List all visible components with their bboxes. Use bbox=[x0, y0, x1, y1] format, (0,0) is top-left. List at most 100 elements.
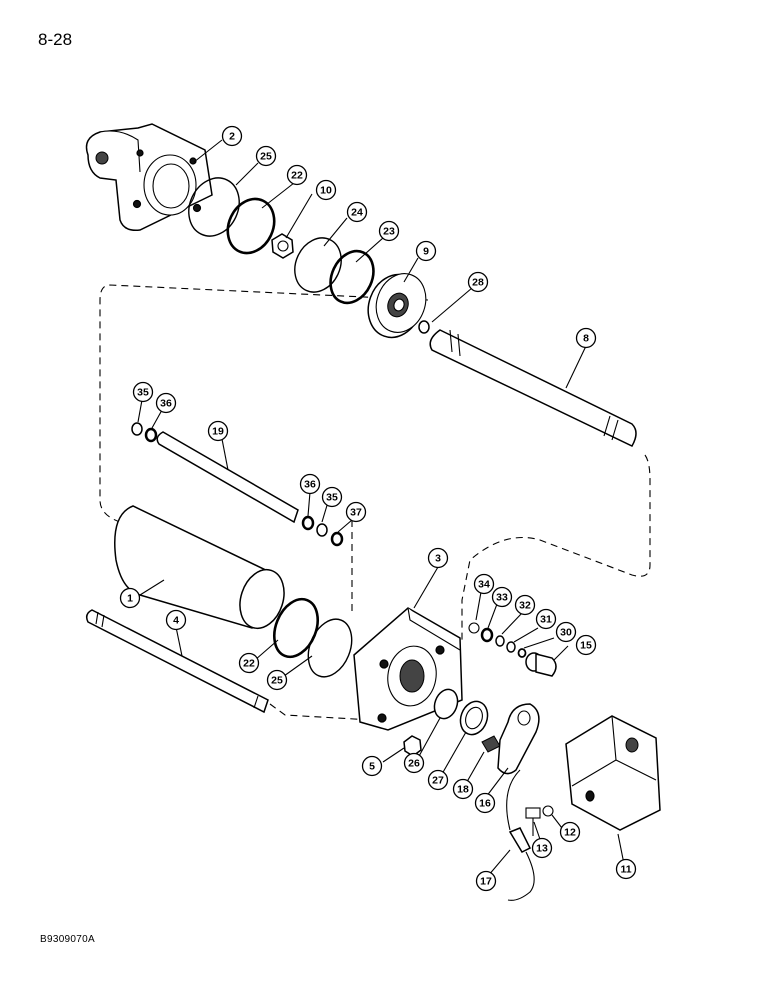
callout-circle bbox=[321, 486, 343, 508]
callout-label: 9 bbox=[423, 246, 429, 258]
callout-circle bbox=[165, 609, 187, 631]
figure-code: B9309070A bbox=[40, 934, 95, 945]
callout-circle bbox=[427, 547, 449, 569]
callout-16: 16 bbox=[474, 792, 496, 814]
part-37-ring bbox=[330, 531, 344, 547]
callout-label: 17 bbox=[480, 876, 492, 888]
callout-layer: 2252210242392883536193635371422253343332… bbox=[119, 125, 637, 892]
part-2-head-block bbox=[85, 123, 213, 232]
callout-32: 32 bbox=[514, 594, 536, 616]
callout-label: 11 bbox=[620, 864, 631, 876]
callout-circle bbox=[266, 669, 288, 691]
part-17-grease-fitting-hose bbox=[506, 769, 535, 901]
part-31-ring bbox=[506, 641, 516, 653]
callout-circle bbox=[427, 769, 449, 791]
callout-2: 2 bbox=[221, 125, 243, 147]
callout-circle bbox=[575, 634, 597, 656]
callout-30: 30 bbox=[555, 621, 577, 643]
callout-circle bbox=[452, 778, 474, 800]
callout-circle bbox=[555, 621, 577, 643]
callout-27: 27 bbox=[427, 769, 449, 791]
part-22-o-ring-top bbox=[226, 197, 276, 255]
callout-5: 5 bbox=[361, 755, 383, 777]
callout-circle bbox=[514, 594, 536, 616]
callout-circle bbox=[345, 501, 367, 523]
callout-33: 33 bbox=[491, 586, 513, 608]
callout-label: 19 bbox=[212, 426, 224, 438]
callout-label: 1 bbox=[127, 593, 133, 605]
callout-circle bbox=[615, 858, 637, 880]
callout-12: 12 bbox=[559, 821, 581, 843]
callout-22: 22 bbox=[238, 652, 260, 674]
callout-circle bbox=[403, 752, 425, 774]
page-number: 8-28 bbox=[38, 30, 73, 49]
callout-circle bbox=[415, 240, 437, 262]
callout-36: 36 bbox=[155, 392, 177, 414]
part-4-tie-rod bbox=[85, 609, 269, 714]
part-13-bolt bbox=[525, 807, 541, 836]
part-9-piston bbox=[367, 273, 427, 339]
part-19-tube bbox=[156, 431, 299, 524]
assembly-outline bbox=[99, 284, 651, 721]
callout-circle bbox=[474, 792, 496, 814]
part-33-ring bbox=[480, 627, 494, 643]
callout-label: 2 bbox=[229, 131, 235, 143]
part-30-ring bbox=[517, 648, 527, 658]
callout-label: 3 bbox=[435, 553, 441, 565]
callout-label: 27 bbox=[432, 775, 444, 787]
callout-label: 32 bbox=[519, 600, 531, 612]
callout-label: 5 bbox=[369, 761, 375, 773]
callout-9: 9 bbox=[415, 240, 437, 262]
part-35-ring-left bbox=[131, 422, 143, 436]
callout-11: 11 bbox=[615, 858, 637, 880]
callout-circle bbox=[475, 870, 497, 892]
part-27-bushing bbox=[459, 700, 489, 736]
callout-31: 31 bbox=[535, 608, 557, 630]
part-25-o-ring-bottom bbox=[307, 618, 353, 678]
callout-label: 4 bbox=[173, 615, 179, 627]
callout-label: 22 bbox=[243, 658, 255, 670]
callout-label: 25 bbox=[260, 151, 272, 163]
callout-28: 28 bbox=[467, 271, 489, 293]
callout-circle bbox=[378, 220, 400, 242]
callout-label: 22 bbox=[291, 170, 303, 182]
callout-25: 25 bbox=[266, 669, 288, 691]
part-5-nut bbox=[403, 735, 422, 757]
callout-circle bbox=[467, 271, 489, 293]
part-16-clamp bbox=[497, 703, 540, 775]
callout-10: 10 bbox=[315, 179, 337, 201]
callout-18: 18 bbox=[452, 778, 474, 800]
callout-circle bbox=[575, 327, 597, 349]
callout-22: 22 bbox=[286, 164, 308, 186]
callout-23: 23 bbox=[378, 220, 400, 242]
callout-35: 35 bbox=[132, 381, 154, 403]
callout-label: 30 bbox=[560, 627, 572, 639]
part-34-washer bbox=[468, 622, 480, 634]
callout-13: 13 bbox=[531, 837, 553, 859]
callout-circle bbox=[491, 586, 513, 608]
callout-circle bbox=[346, 201, 368, 223]
callout-label: 13 bbox=[536, 843, 548, 855]
part-8-piston-rod bbox=[429, 329, 637, 447]
callout-24: 24 bbox=[346, 201, 368, 223]
callout-25: 25 bbox=[255, 145, 277, 167]
part-1-barrel bbox=[114, 505, 285, 630]
callout-circle bbox=[535, 608, 557, 630]
callout-circle bbox=[559, 821, 581, 843]
callout-1: 1 bbox=[119, 587, 141, 609]
callout-label: 31 bbox=[540, 614, 552, 626]
callout-circle bbox=[286, 164, 308, 186]
part-36-ring-right bbox=[301, 515, 315, 531]
part-24-backup-ring bbox=[294, 237, 342, 293]
callout-label: 15 bbox=[580, 640, 592, 652]
callout-19: 19 bbox=[207, 420, 229, 442]
part-23-o-ring bbox=[329, 249, 375, 305]
callout-label: 35 bbox=[137, 387, 149, 399]
callout-circle bbox=[238, 652, 260, 674]
part-36-ring-left bbox=[144, 427, 158, 443]
callout-label: 18 bbox=[457, 784, 469, 796]
callout-15: 15 bbox=[575, 634, 597, 656]
callout-circle bbox=[155, 392, 177, 414]
callout-circle bbox=[299, 473, 321, 495]
